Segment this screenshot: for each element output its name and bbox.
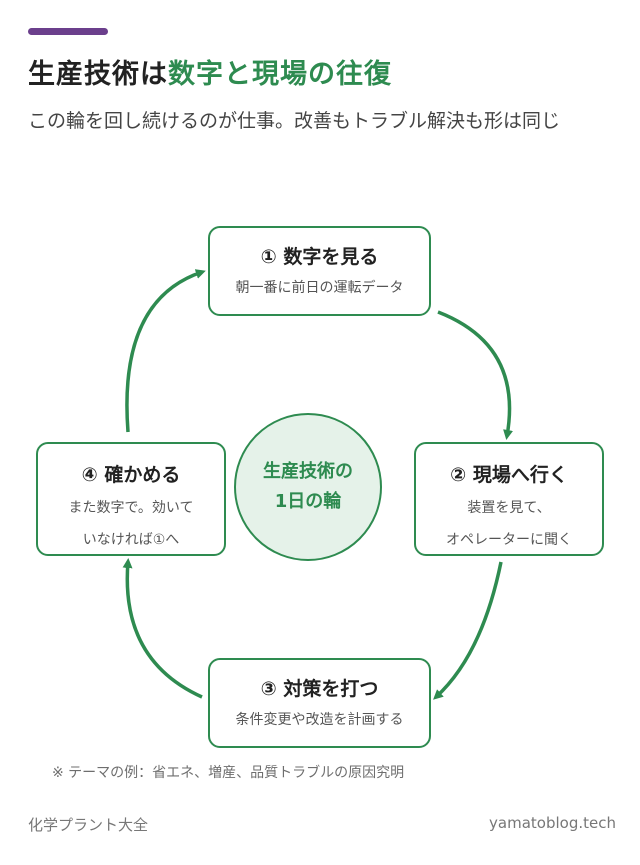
step-3-desc: 条件変更や改造を計画する bbox=[235, 712, 404, 728]
title-highlight: 数字と現場の往復 bbox=[168, 59, 392, 90]
step-4-label: ④ 確かめる bbox=[81, 464, 181, 486]
footer-site-name: 化学プラント大全 bbox=[28, 816, 149, 834]
accent-bar bbox=[28, 28, 108, 35]
arrow-2-to-3 bbox=[433, 561, 503, 700]
step-2-desc-line1: 装置を見て、 bbox=[467, 500, 551, 516]
page-title: 生産技術は数字と現場の往復 bbox=[28, 52, 392, 91]
step-3-label: ③ 対策を打つ bbox=[260, 678, 379, 700]
center-circle: 生産技術の 1日の輪 bbox=[234, 413, 382, 561]
step-4-box: ④ 確かめる また数字で。効いて いなければ①へ bbox=[36, 442, 226, 556]
example-note: ※ テーマの例：省エネ、増産、品質トラブルの原因究明 bbox=[52, 765, 405, 781]
step-4-desc-line2: いなければ①へ bbox=[82, 532, 180, 548]
step-2-box: ② 現場へ行く 装置を見て、 オペレーターに聞く bbox=[414, 442, 604, 556]
arrow-3-to-4 bbox=[122, 558, 203, 699]
step-1-label: ① 数字を見る bbox=[260, 246, 379, 268]
page-subtitle: この輪を回し続けるのが仕事。改善もトラブル解決も形は同じ bbox=[28, 110, 561, 132]
step-2-desc-line2: オペレーターに聞く bbox=[446, 532, 572, 548]
arrow-1-to-2 bbox=[437, 310, 513, 440]
center-line-2: 1日の輪 bbox=[274, 491, 342, 512]
step-3-box: ③ 対策を打つ 条件変更や改造を計画する bbox=[208, 658, 431, 748]
center-line-1: 生産技術の bbox=[263, 461, 353, 482]
step-1-desc: 朝一番に前日の運転データ bbox=[235, 280, 404, 296]
step-1-box: ① 数字を見る 朝一番に前日の運転データ bbox=[208, 226, 431, 316]
footer-url: yamatoblog.tech bbox=[489, 814, 616, 832]
title-prefix: 生産技術は bbox=[28, 59, 168, 90]
arrow-4-to-1 bbox=[125, 269, 206, 433]
step-2-label: ② 現場へ行く bbox=[450, 464, 568, 486]
step-4-desc-line1: また数字で。効いて bbox=[68, 500, 194, 516]
